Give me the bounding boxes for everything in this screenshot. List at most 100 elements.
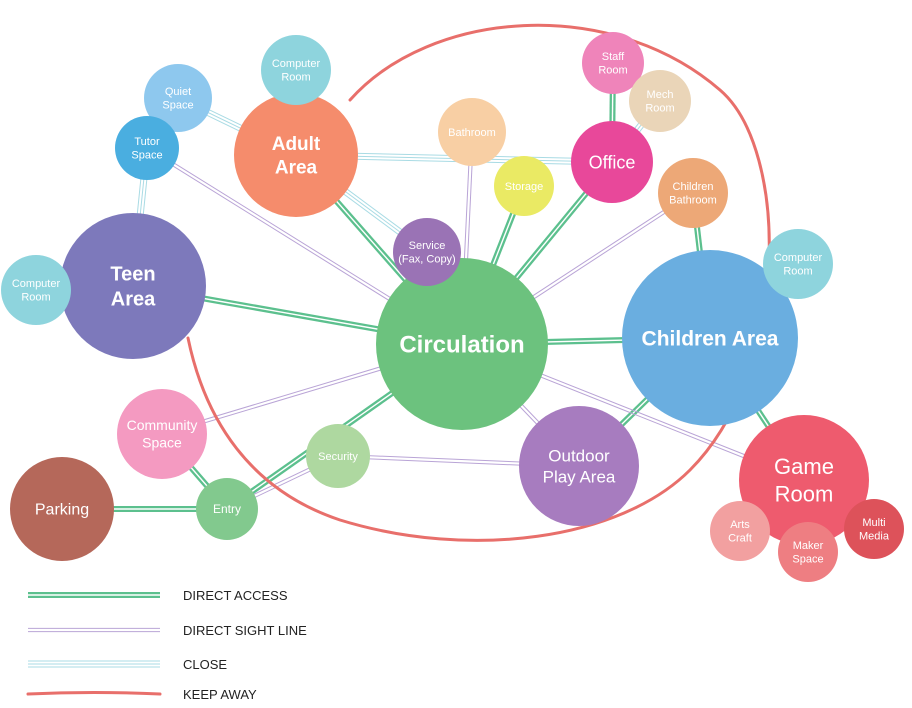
- bubble-computer-room-teen-label: Room: [21, 292, 50, 304]
- legend-keep-away-label: KEEP AWAY: [183, 687, 257, 702]
- bubble-maker-space-circle: [778, 522, 838, 582]
- bubble-bathroom-circle: [438, 98, 506, 166]
- bubble-parking-label: Parking: [35, 502, 89, 519]
- bubble-parking: Parking: [10, 457, 114, 561]
- bubble-multi-media-circle: [844, 499, 904, 559]
- bubble-storage: Storage: [494, 156, 554, 216]
- bubble-children-area-circle: [622, 250, 798, 426]
- bubble-tutor-space-label: Space: [131, 150, 162, 162]
- bubble-quiet-space-label: Quiet: [165, 86, 191, 98]
- bubble-outdoor-play-area-label: Play Area: [543, 468, 616, 487]
- bubble-outdoor-play-area-circle: [519, 406, 639, 526]
- bubble-multi-media-label: Multi: [862, 517, 885, 529]
- bubble-game-room-label: Room: [775, 481, 834, 506]
- bubble-storage-circle: [494, 156, 554, 216]
- bubble-service-circle: [393, 218, 461, 286]
- bubble-computer-room-adult-label: Room: [281, 72, 310, 84]
- bubble-service-label: (Fax, Copy): [398, 254, 455, 266]
- bubble-mech-room-label: Mech: [647, 89, 674, 101]
- bubble-game-room-label: Game: [774, 454, 834, 479]
- bubble-children-bathroom-label: Bathroom: [669, 195, 717, 207]
- bubble-adult-area-label: Adult: [272, 134, 321, 155]
- bubble-community-space-label: Community: [127, 417, 198, 433]
- bubble-quiet-space-circle: [144, 64, 212, 132]
- bubble-community-space-circle: [117, 389, 207, 479]
- bubble-security-label: Security: [318, 451, 358, 463]
- legend-close-swatch: [28, 660, 160, 668]
- bubble-office-circle: [571, 121, 653, 203]
- bubble-adult-area-circle: [234, 93, 358, 217]
- bubble-computer-room-children-label: Room: [783, 266, 812, 278]
- legend-close-label: CLOSE: [183, 657, 227, 672]
- bubble-service-label: Service: [409, 240, 446, 252]
- bubble-computer-room-children-circle: [763, 229, 833, 299]
- bubble-game-room-circle: [739, 415, 869, 545]
- bubble-tutor-space-label: Tutor: [134, 136, 160, 148]
- legend-sight-line-swatch: [28, 627, 160, 633]
- bubble-teen-area-circle: [60, 213, 206, 359]
- bubble-mech-room-label: Room: [645, 103, 674, 115]
- bubble-office-label: Office: [589, 152, 636, 172]
- bubble-multi-media-label: Media: [859, 531, 890, 543]
- bubble-circulation-circle: [376, 258, 548, 430]
- bubble-security: Security: [306, 424, 370, 488]
- bubble-staff-room-label: Staff: [602, 51, 625, 63]
- bubble-maker-space-label: Space: [792, 554, 823, 566]
- bubble-arts-craft-circle: [710, 501, 770, 561]
- legend-keep-away-swatch: [26, 691, 162, 696]
- bubble-security-circle: [306, 424, 370, 488]
- bubble-computer-room-teen-circle: [1, 255, 71, 325]
- bubble-entry: Entry: [196, 478, 258, 540]
- bubble-children-bathroom-label: Children: [673, 181, 714, 193]
- bubble-children-bathroom-circle: [658, 158, 728, 228]
- bubble-community-space-label: Space: [142, 435, 182, 451]
- bubble-adult-area-label: Area: [275, 158, 318, 179]
- bubble-quiet-space-label: Space: [162, 100, 193, 112]
- bubble-computer-room-adult-label: Computer: [272, 58, 321, 70]
- bubble-teen-area-label: Area: [111, 289, 156, 311]
- bubble-arts-craft-label: Craft: [728, 533, 752, 545]
- bubble-circulation-label: Circulation: [399, 331, 524, 358]
- bubble-children-area: Children Area: [622, 250, 798, 426]
- bubble-circulation: Circulation: [376, 258, 548, 430]
- bubble-outdoor-play-area-label: Outdoor: [548, 446, 610, 465]
- bubble-entry-label: Entry: [213, 502, 241, 516]
- bubble-parking-circle: [10, 457, 114, 561]
- bubble-maker-space-label: Maker: [793, 540, 824, 552]
- bubble-mech-room-circle: [629, 70, 691, 132]
- bubble-staff-room-label: Room: [598, 65, 627, 77]
- bubble-arts-craft-label: Arts: [730, 519, 750, 531]
- bubble-bathroom: Bathroom: [438, 98, 506, 166]
- bubble-children-area-label: Children Area: [642, 327, 779, 350]
- bubble-staff-room-circle: [582, 32, 644, 94]
- keep-away-boundary: [186, 23, 771, 542]
- bubble-tutor-space-circle: [115, 116, 179, 180]
- bubble-bathroom-label: Bathroom: [448, 127, 496, 139]
- bubble-computer-room-teen-label: Computer: [12, 278, 61, 290]
- bubble-computer-room-adult-circle: [261, 35, 331, 105]
- bubble-storage-label: Storage: [505, 181, 544, 193]
- bubble-service: Service (Fax, Copy): [393, 218, 461, 286]
- legend-sight-line-label: DIRECT SIGHT LINE: [183, 623, 307, 638]
- bubble-computer-room-children-label: Computer: [774, 252, 823, 264]
- bubble-teen-area-label: Teen: [110, 264, 155, 286]
